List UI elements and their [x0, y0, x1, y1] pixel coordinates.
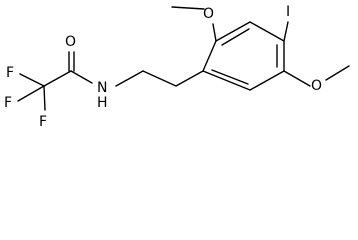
bond-c1-f-left [17, 85, 45, 102]
ring-bond-3 [249, 21, 285, 42]
atom-f-left: F [4, 95, 12, 111]
ring-inner-double-1 [221, 28, 250, 46]
molecule-structure: F F F O N H O I O [4, 4, 350, 130]
molecule-drawing: F F F O N H O I O [4, 4, 350, 130]
bond-ch2-ring [175, 70, 204, 87]
bond-c1-f-lower [43, 85, 46, 111]
atom-iodine: I [286, 4, 290, 20]
ring-inner-double-3 [211, 69, 249, 85]
bond-o-methyl-2 [171, 6, 205, 10]
bond-c1-f-upper [19, 73, 45, 87]
atom-o-carbonyl: O [65, 34, 76, 50]
bond-o-methyl-5 [325, 65, 350, 81]
atom-o-methoxy-2: O [203, 6, 214, 22]
bond-c2-n [70, 70, 93, 84]
atom-n-amide: N [97, 80, 107, 96]
ring-bond-2 [215, 21, 251, 42]
bond-ring-iodine [283, 21, 289, 42]
ring-bond-5 [249, 70, 285, 91]
bond-ring-o-methoxy-2 [212, 23, 217, 42]
bond-c1-c2 [43, 70, 72, 87]
atom-o-methoxy-5: O [311, 78, 322, 94]
atom-f-lower: F [39, 114, 47, 130]
bond-ch2-ch2 [142, 70, 177, 87]
ring-bond-6 [202, 70, 251, 91]
ring-bond-1 [202, 40, 217, 72]
atom-f-upper: F [6, 65, 14, 81]
bond-n-ch2 [115, 70, 144, 87]
bond-ring-o-methoxy-5 [283, 70, 311, 87]
atom-h-amide: H [97, 95, 108, 111]
